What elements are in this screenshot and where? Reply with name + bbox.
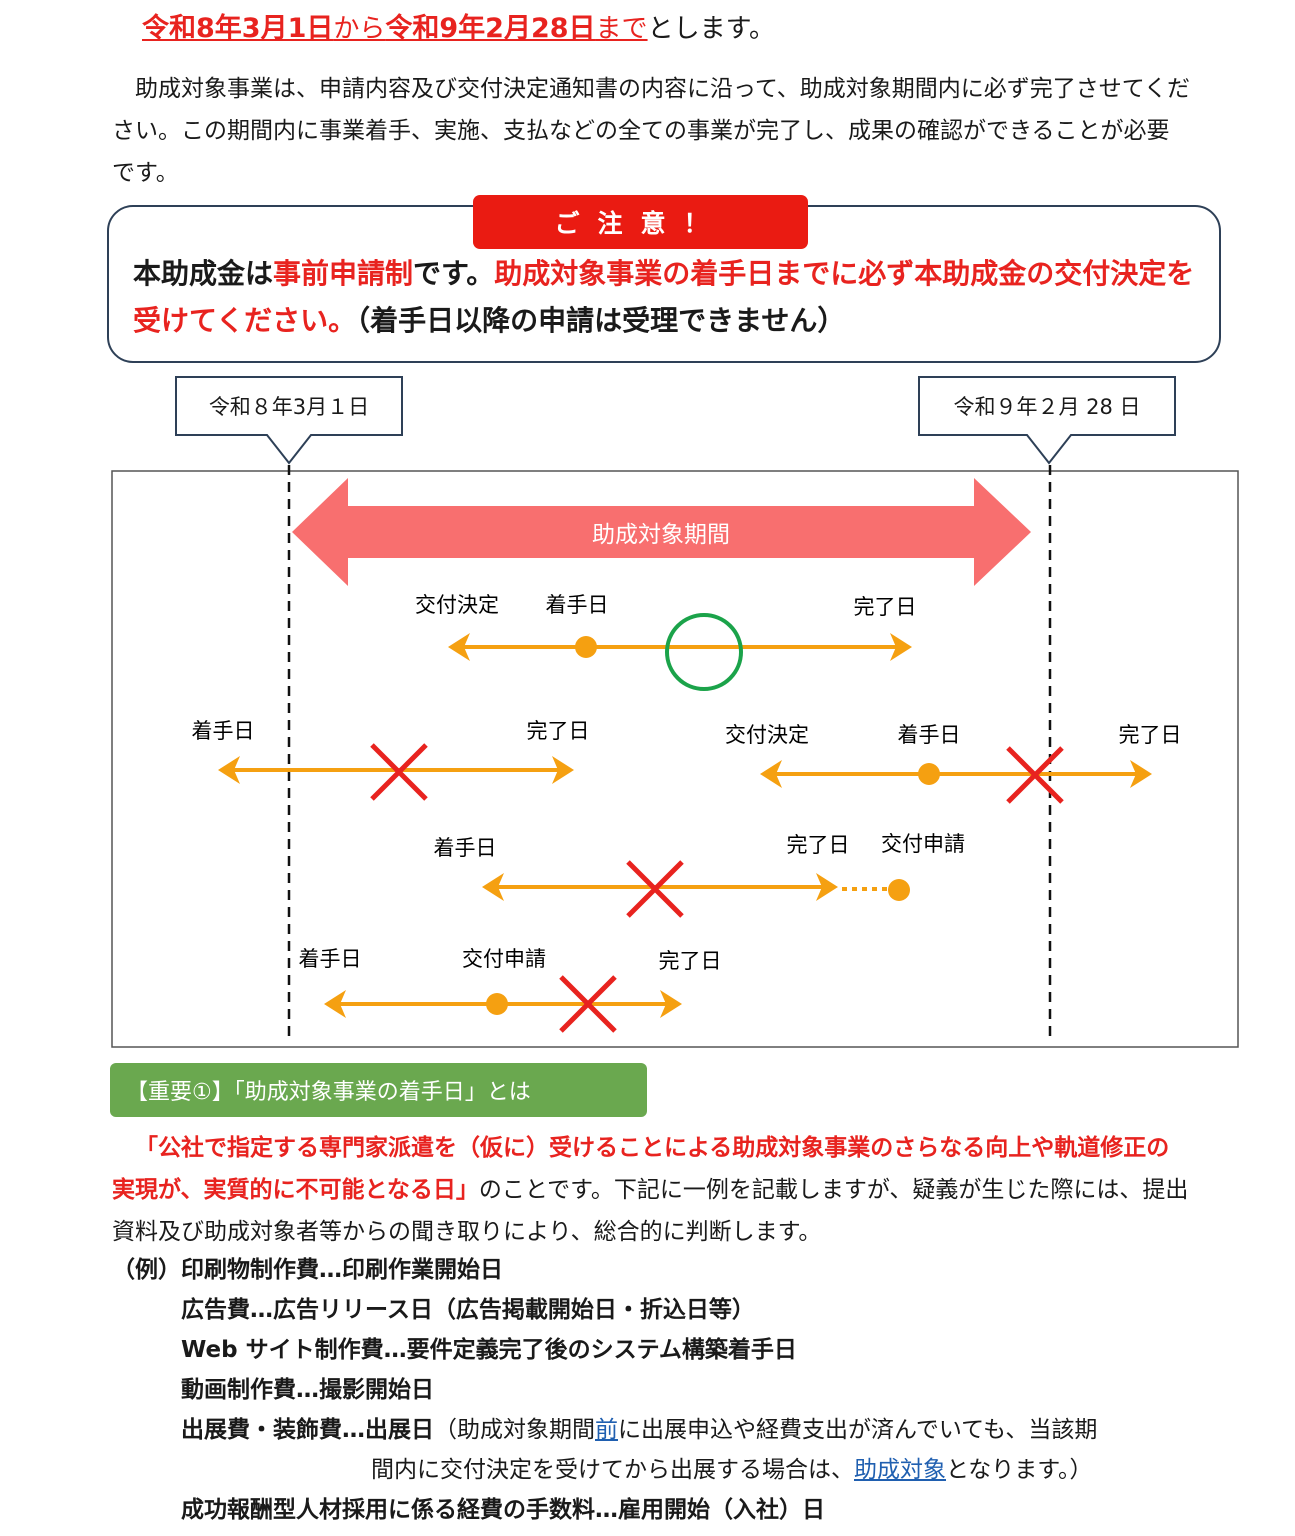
case4-application-label: 交付申請 [881, 832, 965, 856]
case3-start-label: 着手日 [898, 723, 961, 747]
start-date-label: 令和８年3月１日 [209, 395, 369, 419]
intro-paragraph: 助成対象事業は、申請内容及び交付決定通知書の内容に沿って、助成対象期間内に必ず完… [112, 76, 1191, 186]
notice-text: 本助成金は事前申請制です。助成対象事業の着手日までに必ず本助成金の交付決定を受け… [133, 250, 1203, 344]
ng-cross-icon [559, 975, 617, 1033]
example-item: 印刷物制作費…印刷作業開始日 [181, 1257, 503, 1283]
case5-finish-label: 完了日 [659, 949, 722, 973]
start-date-callout: 令和８年3月１日 [175, 376, 403, 465]
period-statement: 令和8年3月1日から令和9年2月28日までとします。 [142, 6, 775, 45]
period-start-date: 令和8年3月1日 [142, 13, 334, 44]
period-end-date: 令和9年2月28日 [385, 13, 596, 44]
case4-finish-label: 完了日 [787, 833, 850, 857]
period-until: まで [595, 14, 648, 44]
important-badge: 【重要①】「助成対象事業の着手日」とは [110, 1063, 647, 1117]
case1-decision-label: 交付決定 [415, 593, 499, 617]
application-point-marker [486, 993, 508, 1015]
exhibition-note-continued: 間内に交付決定を受けてから出展する場合は、助成対象となります。） [371, 1450, 1093, 1490]
example-item: 動画制作費…撮影開始日 [181, 1377, 434, 1403]
timeline-case-ng-late-finish: 交付決定 着手日 完了日 [725, 723, 1182, 804]
period-arrow-label: 助成対象期間 [592, 522, 730, 548]
case1-finish-label: 完了日 [854, 595, 917, 619]
notice-part3: です。 [413, 257, 495, 290]
case3-decision-label: 交付決定 [725, 723, 809, 747]
exhibition-note-link2[interactable]: 助成対象 [854, 1457, 946, 1483]
exhibition-note-a: （助成対象期間 [434, 1417, 595, 1443]
timeline-case-ng-early-start: 着手日 完了日 [192, 719, 590, 801]
timeline-case-ng-application-after-start: 着手日 交付申請 完了日 [299, 947, 722, 1033]
case3-finish-label: 完了日 [1119, 723, 1182, 747]
timeline-case-ok: 交付決定 着手日 完了日 [415, 593, 917, 691]
ok-circle-icon [665, 613, 743, 691]
case5-start-label: 着手日 [299, 947, 362, 971]
definition-highlight: 「公社で指定する専門家派遣を（仮に）受けることによる助成対象事業のさらなる向上や… [112, 1135, 1170, 1203]
examples-prefix: （例） [112, 1257, 181, 1283]
exhibition-note-link[interactable]: 前 [595, 1417, 618, 1443]
case4-start-label: 着手日 [434, 836, 497, 860]
period-suffix: とします。 [647, 14, 775, 44]
start-point-marker [918, 763, 940, 785]
start-point-marker [575, 636, 597, 658]
timeline-diagram: 令和８年3月１日 令和９年２月 28 日 助成対象期間 交付決定 着手日 完了日… [111, 376, 1239, 1048]
case2-finish-label: 完了日 [527, 719, 590, 743]
exhibition-note-d: となります。） [946, 1457, 1093, 1483]
period-arrow [292, 478, 1031, 586]
case2-start-label: 着手日 [192, 719, 255, 743]
application-point-marker [888, 879, 910, 901]
definition-paragraph: 「公社で指定する専門家派遣を（仮に）受けることによる助成対象事業のさらなる向上や… [112, 1127, 1192, 1253]
notice-part2: 事前申請制 [273, 257, 414, 290]
period-from: から [333, 14, 386, 44]
notice-part5: （着手日以降の申請は受理できません） [356, 304, 846, 337]
ng-cross-icon [1006, 746, 1064, 804]
example-item: 成功報酬型人材採用に係る経費の手数料…雇用開始（入社）日 [181, 1497, 825, 1523]
example-item-exhibition: 出展費・装飾費…出展日（助成対象期間前に出展申込や経費支出が済んでいても、当該期 [181, 1410, 1097, 1450]
case5-application-label: 交付申請 [462, 947, 546, 971]
notice-part4: 助成対象事業の着手日までに必ず本助成金の交付決定を受けてください。 [133, 257, 1195, 337]
case1-start-label: 着手日 [546, 593, 609, 617]
timeline-case-ng-late-application: 着手日 完了日 交付申請 [434, 832, 965, 918]
definition-rest: のことです。下記に一例を記載しますが、疑義が生じた際には、提出資料及び助成対象者… [112, 1177, 1189, 1245]
exhibition-note-c: 間内に交付決定を受けてから出展する場合は、 [371, 1457, 854, 1483]
exhibition-note-b: に出展申込や経費支出が済んでいても、当該期 [618, 1417, 1098, 1443]
notice-tab: ご注意！ [473, 195, 808, 249]
ng-cross-icon [370, 743, 428, 801]
end-date-label: 令和９年２月 28 日 [953, 395, 1140, 419]
example-item: Web サイト制作費…要件定義完了後のシステム構築着手日 [181, 1337, 797, 1363]
end-date-callout: 令和９年２月 28 日 [918, 376, 1176, 465]
exhibition-head: 出展費・装飾費…出展日 [181, 1417, 434, 1443]
ng-cross-icon [626, 860, 684, 918]
example-item: 広告費…広告リリース日（広告掲載開始日・折込日等） [181, 1297, 755, 1323]
notice-part1: 本助成金は [133, 257, 274, 290]
